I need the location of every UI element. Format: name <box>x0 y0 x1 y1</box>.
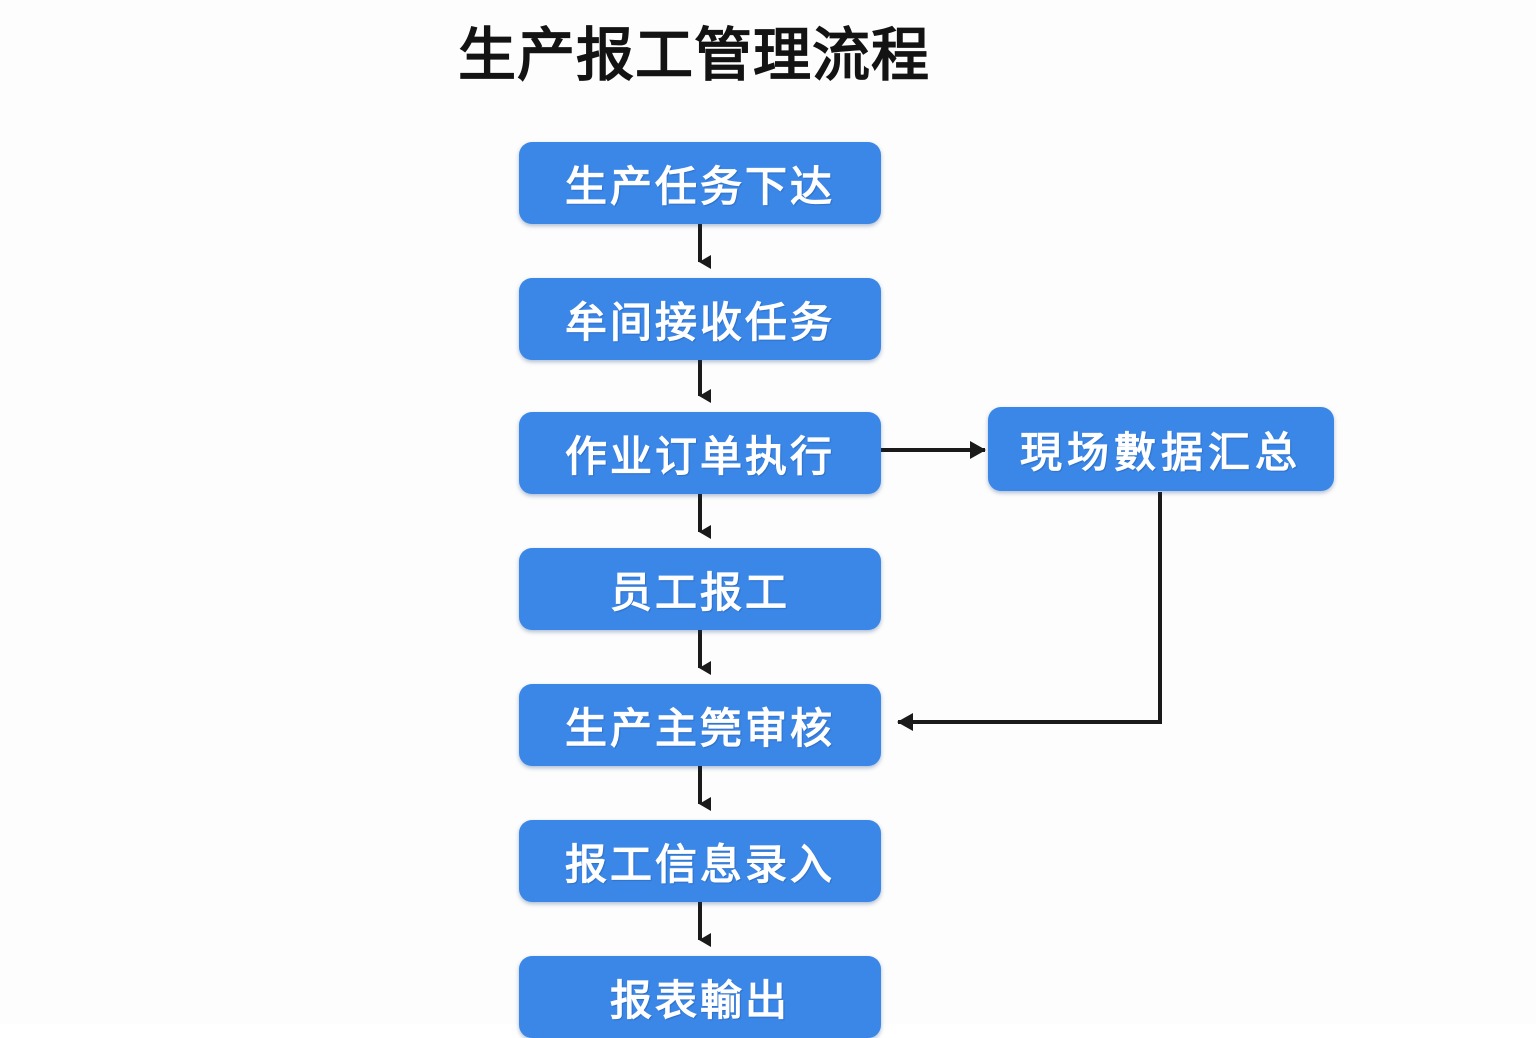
node-onsite-data-aggregation[interactable]: 現场數据汇总 <box>988 407 1334 491</box>
node-label: 报表輸出 <box>609 975 790 1025</box>
node-report-info-entry[interactable]: 报工信息录入 <box>519 820 881 902</box>
node-label: 作业订单执行 <box>564 431 835 481</box>
node-work-order-execution[interactable]: 作业订单执行 <box>519 412 881 494</box>
node-workshop-receive-task[interactable]: 牟间接收任务 <box>519 278 881 360</box>
node-employee-report[interactable]: 员工报工 <box>519 548 881 630</box>
node-report-output[interactable]: 报表輸出 <box>519 956 881 1038</box>
edge-side-n4 <box>897 492 1162 731</box>
page-title: 生产报工管理流程 <box>458 21 931 89</box>
node-label: 生产任务下达 <box>564 161 835 211</box>
node-production-task-release[interactable]: 生产任务下达 <box>519 142 881 224</box>
node-label: 报工信息录入 <box>564 839 835 889</box>
node-label: 牟间接收任务 <box>564 297 835 347</box>
node-label: 現场數据汇总 <box>1019 427 1302 477</box>
node-label: 生产主筦审核 <box>564 703 835 753</box>
node-supervisor-review[interactable]: 生产主筦审核 <box>519 684 881 766</box>
node-label: 员工报工 <box>609 567 790 617</box>
